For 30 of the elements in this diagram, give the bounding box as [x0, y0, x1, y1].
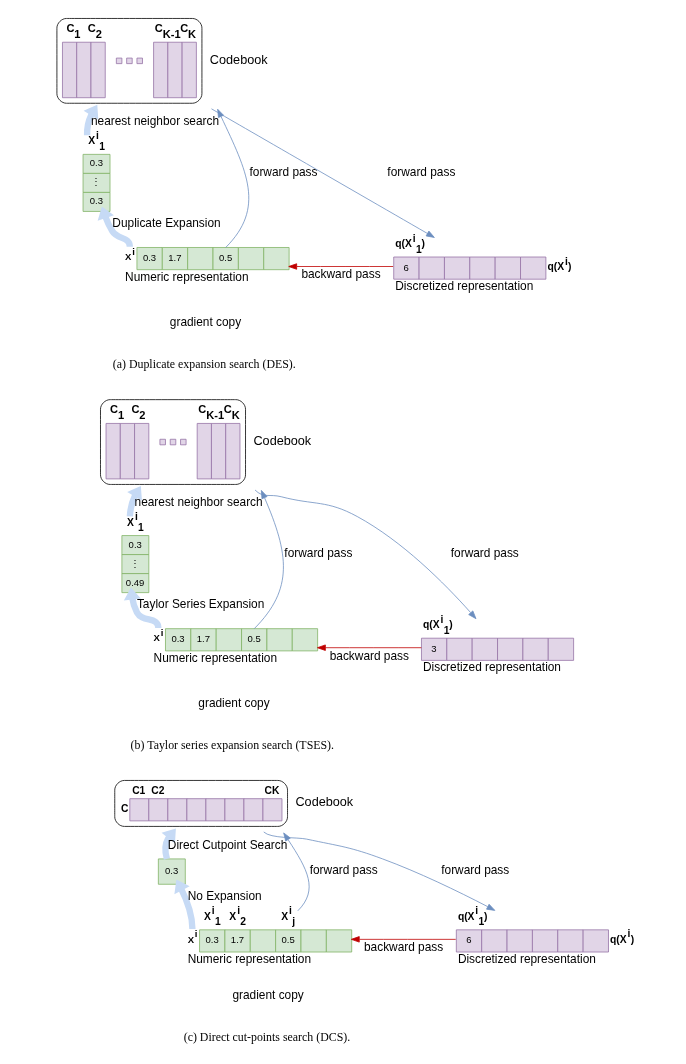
edge-label: forward pass — [249, 165, 318, 180]
edge-label: Direct Cutpoint Search — [167, 837, 288, 852]
node-label: Codebook — [209, 52, 268, 67]
edge-label: forward pass — [441, 863, 510, 878]
edge-label: nearest neighbor search — [134, 495, 263, 510]
node-label: Codebook — [295, 795, 354, 810]
edge-label: Duplicate Expansion — [112, 216, 221, 231]
edge-label: backward pass — [301, 267, 381, 282]
node-label: Numeric representation — [187, 952, 312, 967]
edge-label: No Expansion — [187, 889, 262, 904]
label: gradient copy — [169, 314, 242, 329]
node-label: Discretized representation — [457, 952, 596, 967]
edge-label: backward pass — [329, 648, 409, 663]
edge-label: backward pass — [364, 940, 444, 955]
node-label: Codebook — [253, 434, 312, 449]
node-label: Discretized representation — [395, 279, 534, 294]
edge-label: nearest neighbor search — [90, 114, 220, 129]
edge-label: forward pass — [309, 863, 378, 878]
label: gradient copy — [232, 987, 304, 1002]
label: gradient copy — [198, 696, 270, 711]
node-label: Discretized representation — [423, 660, 561, 675]
edge-label: Taylor Series Expansion — [136, 597, 265, 612]
edge-label: forward pass — [450, 546, 519, 561]
node-label: Numeric representation — [153, 650, 278, 665]
node-label: Numeric representation — [125, 269, 249, 284]
edge-label: forward pass — [284, 546, 353, 561]
label: (c) Direct cut-points search (DCS). — [183, 1029, 351, 1044]
label: (b) Taylor series expansion search (TSES). — [130, 738, 335, 753]
edge-label: forward pass — [387, 165, 456, 180]
label: (a) Duplicate expansion search (DES). — [112, 356, 296, 371]
